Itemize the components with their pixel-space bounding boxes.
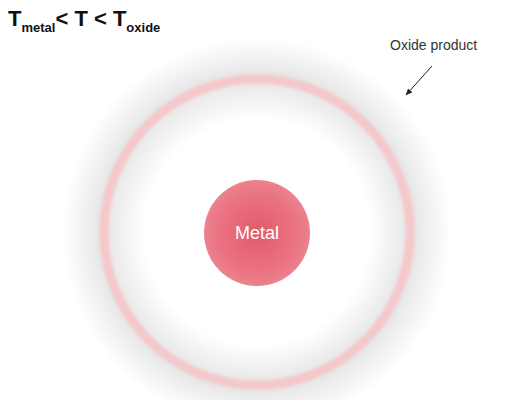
- node-label: Metal: [235, 223, 279, 244]
- temperature-symbol: T: [8, 6, 21, 31]
- callout-label: Oxide product: [390, 37, 477, 53]
- leader-arrow: [406, 66, 432, 95]
- subscript: metal: [21, 20, 55, 35]
- oxide-ring: [104, 79, 410, 385]
- subscript: oxide: [126, 20, 160, 35]
- oxide-halo: [52, 27, 462, 400]
- inequality-text: < T < T: [55, 6, 126, 31]
- temperature-condition: Tmetal< T < Toxide: [8, 6, 160, 35]
- metal-core: Metal: [204, 180, 310, 286]
